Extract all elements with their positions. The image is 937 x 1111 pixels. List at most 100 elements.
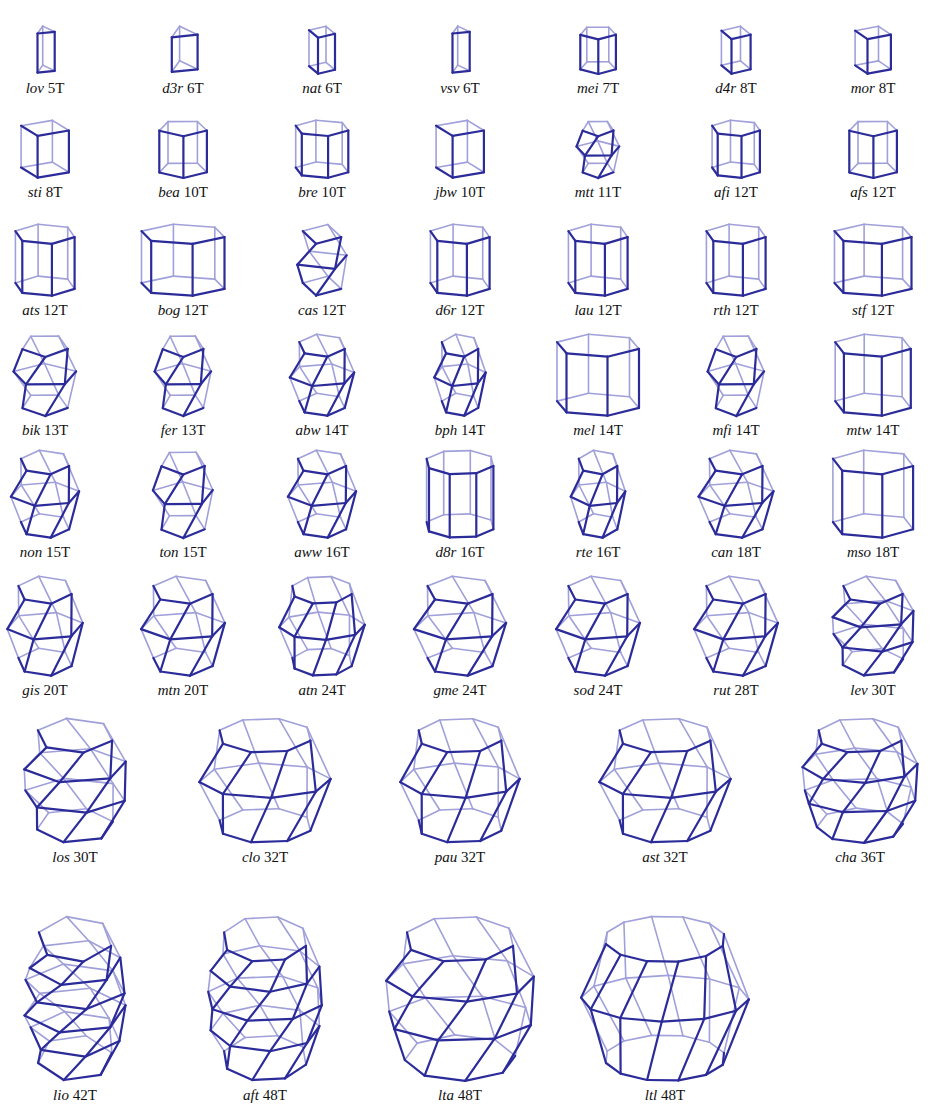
cage-edge xyxy=(332,364,354,373)
cage-edge xyxy=(873,172,897,178)
cage-label: ltl 48T xyxy=(645,1086,685,1104)
cage-edge xyxy=(607,163,613,172)
cage-edge xyxy=(299,334,316,342)
cage-edge xyxy=(759,131,761,173)
cage-edge xyxy=(316,237,341,244)
cage-edge xyxy=(567,412,608,415)
cage-edge xyxy=(736,384,754,416)
cage-edge xyxy=(394,997,412,1030)
cage-edge xyxy=(749,613,778,623)
cage-edge xyxy=(14,349,23,371)
cage-edge xyxy=(292,658,294,669)
cage-label: d4r 8T xyxy=(715,79,756,97)
cage-edge xyxy=(334,34,336,70)
cage-edge xyxy=(662,1019,704,1022)
cage-edge xyxy=(594,932,607,986)
cage-label: gme 24T xyxy=(434,681,487,699)
cage-edge xyxy=(21,459,27,471)
cage-edge xyxy=(30,968,62,985)
cage-label: non 15T xyxy=(20,543,70,561)
cage-edge xyxy=(739,988,749,1000)
cage-edge xyxy=(832,812,843,839)
cage-edge xyxy=(717,134,719,176)
cage-figure xyxy=(430,224,489,295)
cage-edge xyxy=(568,576,591,586)
cage-label: mtw 14T xyxy=(847,421,900,439)
cage-edge xyxy=(176,648,206,652)
cage-edge xyxy=(434,917,476,919)
cage-edge xyxy=(39,514,63,518)
cage-edge xyxy=(252,1051,270,1080)
cage-edge xyxy=(843,576,866,586)
cage-edge xyxy=(668,975,683,1035)
cage-edge xyxy=(45,364,77,372)
cage-figure xyxy=(721,26,750,73)
cage-edge xyxy=(425,1040,439,1075)
cage-edge xyxy=(289,617,308,650)
cage-edge xyxy=(193,289,225,296)
cage-edge xyxy=(712,120,730,126)
cage-edge xyxy=(495,1025,531,1039)
cage-edge xyxy=(68,466,70,503)
cage-edge xyxy=(706,1065,723,1075)
cage-edge xyxy=(843,627,861,647)
cage-edge xyxy=(318,70,335,74)
cage-edge xyxy=(190,636,212,675)
cage-edge xyxy=(142,283,152,293)
cage-edge xyxy=(297,265,303,283)
cage-edge xyxy=(36,34,38,73)
cage-edge xyxy=(591,576,611,612)
cage-edge xyxy=(840,720,855,748)
cage-label: bik 13T xyxy=(22,421,68,439)
cage-figure xyxy=(833,576,914,675)
cage-edge xyxy=(414,629,446,639)
cage-edge xyxy=(27,471,51,475)
cage-edge xyxy=(878,26,880,61)
cage-edge xyxy=(309,26,326,30)
cage-edge xyxy=(292,578,307,586)
cage-edge xyxy=(230,961,252,986)
cage-edge xyxy=(452,648,485,652)
cage-edge xyxy=(197,35,199,70)
cage-edge xyxy=(730,120,732,162)
cage-edge xyxy=(599,782,623,794)
cage-edge xyxy=(312,474,328,506)
cage-edge xyxy=(305,353,328,356)
cage-edge xyxy=(742,172,760,178)
cage-edge xyxy=(758,227,760,279)
cage-edge xyxy=(710,779,730,831)
cage-edge xyxy=(881,357,883,416)
cage-edge xyxy=(464,349,478,357)
cage-edge xyxy=(214,769,243,810)
cage-edge xyxy=(45,349,67,357)
cage-edge xyxy=(912,466,914,529)
cage-edge xyxy=(624,1035,652,1041)
cage-edge xyxy=(162,530,184,538)
cage-edge xyxy=(170,335,195,337)
cage-edge xyxy=(589,334,630,337)
cage-figure xyxy=(568,224,627,295)
cage-label: lau 12T xyxy=(574,301,621,319)
cage-edge xyxy=(713,241,743,244)
cage-edge xyxy=(476,917,507,961)
cage-edge xyxy=(25,1016,60,1033)
cage-label: fer 13T xyxy=(161,421,206,439)
cage-edge xyxy=(341,517,347,529)
cage-figure xyxy=(599,719,730,842)
cage-edge xyxy=(427,451,444,458)
cage-edge xyxy=(45,364,59,396)
cage-edge xyxy=(208,992,212,1010)
cage-edge xyxy=(425,998,455,1035)
cage-edge xyxy=(611,613,621,653)
cage-edge xyxy=(295,637,327,640)
cage-label: d6r 12T xyxy=(436,301,485,319)
cage-edge xyxy=(753,123,755,165)
cage-edge xyxy=(183,384,201,416)
cage-edge xyxy=(456,393,474,396)
cage-edge xyxy=(453,71,470,73)
cage-edge xyxy=(834,231,836,283)
cage-edge xyxy=(64,1075,101,1080)
cage-edge xyxy=(712,162,730,168)
cage-edge xyxy=(318,34,335,38)
cage-edge xyxy=(687,741,710,751)
